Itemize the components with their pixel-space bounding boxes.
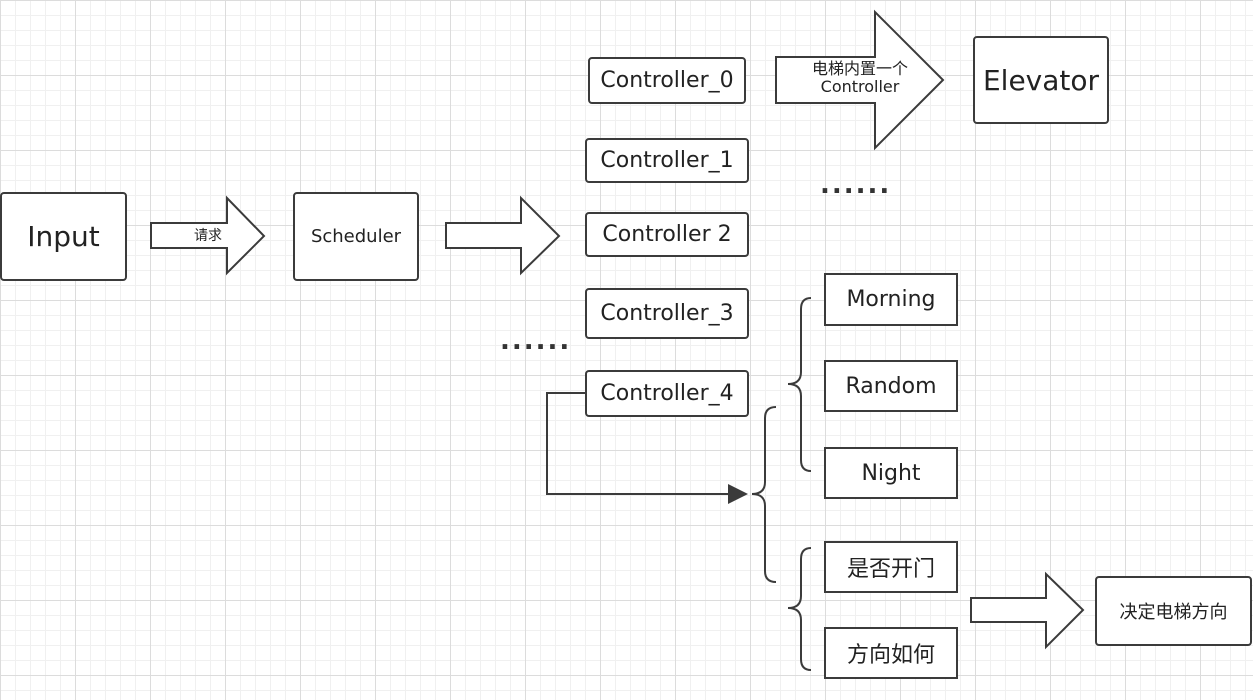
- controller-2-label: Controller 2: [602, 222, 732, 247]
- input-node: Input: [0, 192, 127, 281]
- arrow-input-scheduler: [150, 195, 266, 276]
- controller-4-label: Controller_4: [600, 381, 734, 406]
- edge-label-builtin-controller: 电梯内置一个 Controller: [790, 59, 930, 97]
- decision-direction-label: 方向如何: [846, 643, 935, 668]
- elevator-label: Elevator: [982, 63, 1100, 97]
- result-node: 决定电梯方向: [1095, 576, 1252, 646]
- controller-0-label: Controller_0: [600, 68, 734, 93]
- input-label: Input: [27, 220, 100, 253]
- controller-3-label: Controller_3: [600, 301, 734, 326]
- arrow-controller-elevator: [775, 9, 945, 151]
- decision-direction-node: 方向如何: [824, 627, 958, 679]
- scheduler-label: Scheduler: [310, 226, 402, 247]
- mode-random-node: Random: [824, 360, 958, 412]
- brace-decisions: [787, 547, 812, 671]
- ellipsis-left: ......: [500, 326, 572, 356]
- controller-3-node: Controller_3: [585, 288, 749, 339]
- mode-night-node: Night: [824, 447, 958, 499]
- decision-open-door-label: 是否开门: [846, 557, 935, 582]
- edge-label-line1: 电梯内置一个: [811, 59, 908, 78]
- mode-morning-label: Morning: [846, 287, 936, 312]
- result-label: 决定电梯方向: [1119, 602, 1228, 623]
- edge-label-request: 请求: [194, 228, 222, 244]
- brace-main: [751, 406, 777, 583]
- controller-4-node: Controller_4: [585, 370, 749, 417]
- mode-night-label: Night: [861, 460, 921, 486]
- elevator-node: Elevator: [973, 36, 1109, 124]
- brace-modes: [787, 297, 812, 472]
- connector-controller4-braces: [546, 392, 748, 504]
- controller-0-node: Controller_0: [588, 57, 746, 104]
- arrow-decision-result: [970, 571, 1085, 650]
- scheduler-node: Scheduler: [293, 192, 419, 281]
- mode-morning-node: Morning: [824, 273, 958, 326]
- mode-random-label: Random: [845, 373, 937, 399]
- controller-2-node: Controller 2: [585, 212, 749, 257]
- controller-1-node: Controller_1: [585, 138, 749, 183]
- arrow-scheduler-controllers: [445, 195, 561, 276]
- decision-open-door-node: 是否开门: [824, 541, 958, 593]
- edge-label-line2: Controller: [820, 77, 900, 97]
- ellipsis-right: ......: [820, 170, 892, 200]
- controller-1-label: Controller_1: [600, 148, 734, 173]
